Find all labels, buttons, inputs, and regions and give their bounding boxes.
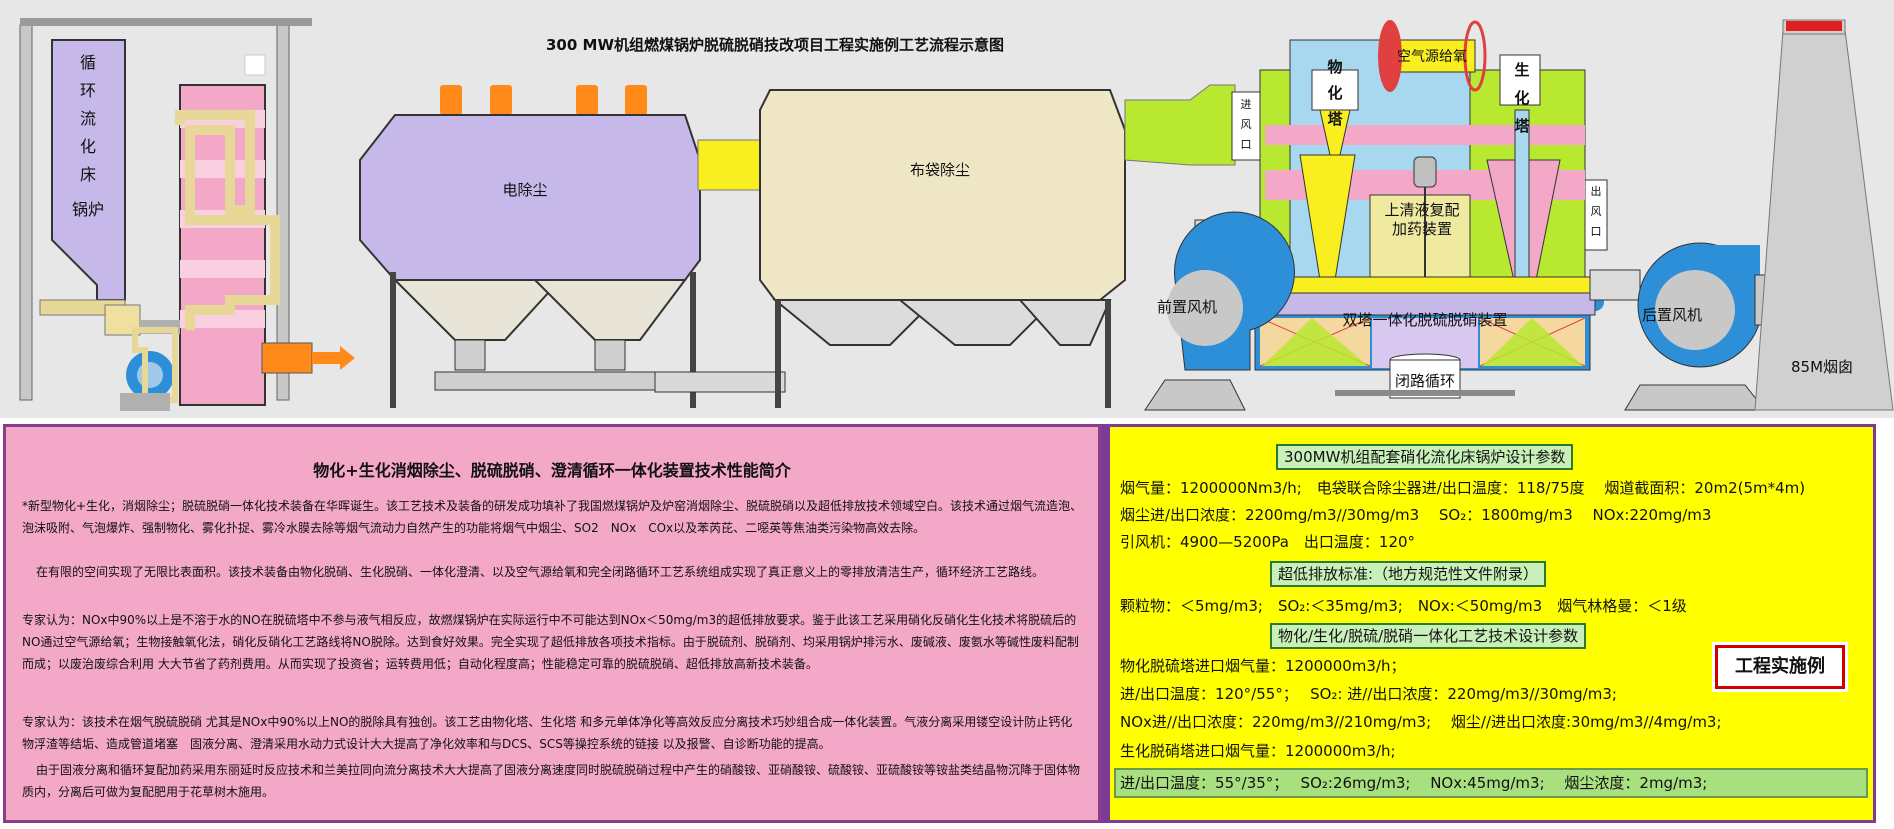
design-params-panel: 300MW机组配套硝化流化床锅炉设计参数 烟气量：1200000Nm3/h; 电… <box>1107 424 1876 823</box>
tech-intro-paragraph-2: 在有限的空间实现了无限比表面积。该技术装备由物化脱硝、生化脱硝、一体化澄清、以及… <box>36 565 1045 579</box>
process-diagram-area: 300 MW机组燃煤锅炉脱硫脱硝技改项目工程实施例工艺流程示意图 循 环 流 化… <box>0 0 1894 418</box>
bio-tower-label-2: 化 <box>1514 89 1529 107</box>
electrostatic-precipitator: 电除尘 <box>359 85 701 408</box>
outlet-label-1: 出 <box>1591 184 1602 198</box>
params-line-9: 进/出口温度：55°/35°； SO₂:26mg/m3; NOx:45mg/m3… <box>1120 774 1708 792</box>
boiler-label-6: 锅炉 <box>72 200 104 219</box>
tech-intro-paragraph-5: 由于固液分离和循环复配加药采用东丽延时反应技术和兰美拉同向流分离技术大大提高了固… <box>22 763 1081 799</box>
dosing-label-1: 上清液复配 <box>1384 201 1459 219</box>
esp-label: 电除尘 <box>502 181 547 199</box>
chimney: 85M烟囱 <box>1754 19 1894 411</box>
params-line-7: NOx进//出口浓度：220mg/m3//210mg/m3; 烟尘//进出口浓度… <box>1120 713 1722 731</box>
physchem-tower-label-1: 物 <box>1327 58 1342 76</box>
tech-intro-paragraph-3: 专家认为：NOx中90%以上是不溶于水的NO在脱硫塔中不参与液气相反应，故燃煤锅… <box>22 613 1079 671</box>
params-title-boiler: 300MW机组配套硝化流化床锅炉设计参数 <box>1276 444 1574 470</box>
inlet-label-1: 进 <box>1241 98 1252 111</box>
air-inlet <box>1231 91 1261 161</box>
boiler-label-3: 流 <box>80 109 96 128</box>
diagram-title: 300 MW机组燃煤锅炉脱硫脱硝技改项目工程实施例工艺流程示意图 <box>546 36 1004 54</box>
duct-bag-tower <box>1124 84 1236 166</box>
params-title-emission: 超低排放标准:（地方规范性文件附录） <box>1270 561 1547 587</box>
params-line-1: 烟气量：1200000Nm3/h; 电袋联合除尘器进/出口温度：118/75度 … <box>1120 479 1806 497</box>
physchem-tower-label-3: 塔 <box>1327 110 1343 128</box>
boiler-label-4: 化 <box>80 137 96 156</box>
params-footer-bar <box>1114 768 1868 798</box>
params-title-process: 物化/生化/脱硫/脱硝一体化工艺技术设计参数 <box>1270 623 1587 649</box>
bio-tower-label-3: 塔 <box>1514 117 1530 135</box>
bag-filter-label: 布袋除尘 <box>910 161 970 179</box>
rear-fan: 后置风机 <box>1589 242 1767 411</box>
bag-filter: 布袋除尘 <box>654 89 1126 408</box>
closed-loop-label: 闭路循环 <box>1395 372 1455 390</box>
tech-intro-panel: 物化+生化消烟除尘、脱硫脱硝、澄清循环一体化装置技术性能简介 *新型物化+生化，… <box>3 424 1101 823</box>
dosing-label-2: 加药装置 <box>1392 220 1452 238</box>
tech-intro-paragraph-4: 专家认为：该技术在烟气脱硫脱硝 尤其是NOx中90%以上NO的脱除具有独创。该工… <box>22 715 1073 751</box>
params-line-5: 物化脱硫塔进口烟气量：1200000m3/h； <box>1120 657 1406 675</box>
params-line-2: 烟尘进/出口浓度：2200mg/m3//30mg/m3 SO₂：1800mg/m… <box>1120 506 1712 524</box>
params-line-8: 生化脱硝塔进口烟气量：1200000m3/h; <box>1120 742 1396 760</box>
air-oxygen-label: 空气源给氧 <box>1397 49 1467 65</box>
bio-tower-label-1: 生 <box>1514 61 1529 79</box>
inlet-label-3: 口 <box>1241 138 1252 151</box>
outlet-label-2: 风 <box>1591 205 1602 218</box>
twin-tower-label: 双塔一体化脱硫脱硝装置 <box>1342 311 1507 329</box>
duct-esp-bag <box>697 139 761 191</box>
boiler-label-2: 环 <box>80 81 96 100</box>
front-fan-label: 前置风机 <box>1157 298 1217 316</box>
rear-fan-label: 后置风机 <box>1642 306 1702 324</box>
process-flow-diagram: 300 MW机组燃煤锅炉脱硫脱硝技改项目工程实施例工艺流程示意图 循 环 流 化… <box>19 18 1894 411</box>
physchem-tower-label-2: 化 <box>1327 84 1342 102</box>
params-line-4: 颗粒物：＜5mg/m3; SO₂:＜35mg/m3; NOx:＜50mg/m3 … <box>1120 597 1687 615</box>
boiler-label-5: 床 <box>80 165 96 184</box>
params-line-3: 引风机：4900—5200Pa 出口温度：120° <box>1120 533 1416 551</box>
front-fan: 前置风机 <box>1144 211 1295 411</box>
boiler: 循 环 流 化 床 锅炉 <box>19 18 355 411</box>
tech-intro-title: 物化+生化消烟除尘、脱硫脱硝、澄清循环一体化装置技术性能简介 <box>313 461 791 480</box>
panel-divider <box>1101 424 1107 823</box>
chimney-label: 85M烟囱 <box>1791 358 1853 376</box>
params-line-6: 进/出口温度：120°/55°； SO₂: 进//出口浓度：220mg/m3//… <box>1120 685 1617 703</box>
right-margin <box>1876 424 1894 823</box>
project-example-badge: 工程实施例 <box>1712 642 1848 692</box>
boiler-label-1: 循 <box>80 53 96 72</box>
tech-intro-paragraph-1: *新型物化+生化，消烟除尘；脱硫脱硝一体化技术装备在华晖诞生。该工艺技术及装备的… <box>22 499 1083 535</box>
outlet-label-3: 口 <box>1591 225 1602 238</box>
twin-tower-unit: 空气源给氧 物 化 塔 生 化 塔 上清液复配 加药装置 双塔一体化脱硫脱硝装置… <box>1241 20 1604 399</box>
inlet-label-2: 风 <box>1241 118 1252 131</box>
